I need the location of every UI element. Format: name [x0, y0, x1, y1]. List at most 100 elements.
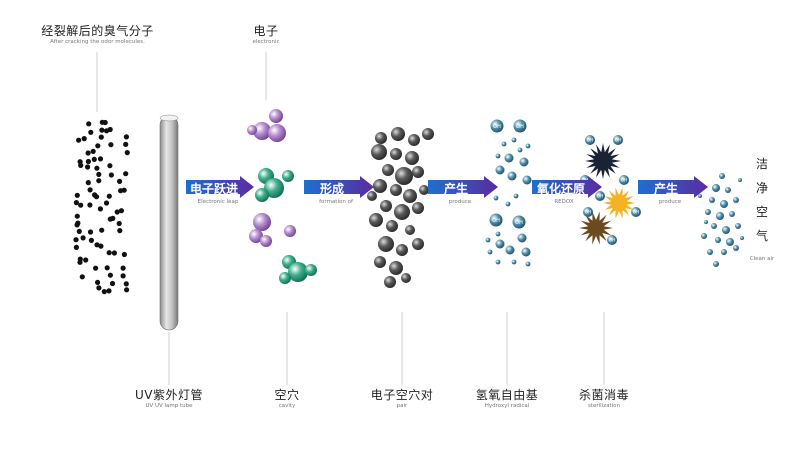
pair-sphere — [382, 164, 394, 176]
odor-molecule-dot — [120, 273, 126, 279]
electron-label-zh: 电子 — [253, 24, 279, 38]
radical-sphere — [517, 147, 523, 153]
pair-sphere — [386, 220, 398, 232]
clean-air-char-2: 净 — [755, 181, 768, 195]
odor-molecule-dot — [107, 216, 113, 222]
odor-molecule-dot — [101, 289, 107, 295]
radical-sphere — [501, 141, 507, 147]
clean-air-sphere — [711, 223, 717, 229]
virus-dark-icon — [585, 143, 621, 179]
odor-molecule-dot — [76, 228, 82, 234]
pair-sphere — [389, 261, 403, 275]
clean-air-sphere — [735, 223, 741, 229]
odor-molecule-dot — [74, 222, 80, 228]
sterilization-label-en: sterilization — [587, 403, 621, 409]
hydroxyl-label-en: Hydroxyl radical — [484, 403, 530, 409]
clean-air-sphere — [721, 249, 727, 255]
pair-label-en: pair — [396, 403, 408, 409]
pair-sphere — [391, 127, 405, 141]
virus-yellow-icon — [603, 187, 635, 219]
arrow-produce-2 — [638, 176, 708, 198]
odor-molecule-dot — [73, 244, 79, 250]
radical-sphere — [522, 175, 532, 185]
process-arrows — [186, 176, 708, 198]
odor-molecule-dot — [98, 134, 104, 140]
oh-radical — [490, 119, 504, 133]
odor-molecule-dot — [83, 257, 89, 263]
clean-air-sphere — [716, 212, 724, 220]
radical-sphere — [525, 143, 531, 149]
odor-molecule-dot — [111, 250, 117, 256]
odor-molecule-dot — [114, 209, 120, 215]
clean-air-char-4: 气 — [755, 229, 768, 243]
oh-symbol: OH — [515, 220, 523, 226]
oh-radical — [585, 135, 595, 145]
pair-sphere — [371, 144, 387, 160]
hydroxyl-label-zh: 氢氧自由基 — [475, 388, 539, 402]
arrow-label-produce-2: 产生 — [653, 182, 678, 196]
odor-molecule-dot — [74, 213, 80, 219]
clean-air-char-1: 洁 — [755, 157, 768, 171]
pair-sphere — [395, 167, 413, 185]
odor-molecule-dot — [88, 129, 94, 135]
oh-symbol: OH — [615, 137, 621, 142]
clean-air-sphere — [720, 200, 728, 208]
oh-symbol: OH — [516, 124, 524, 130]
cavity-label-en: cavity — [278, 403, 296, 409]
odor-molecule-dot — [87, 229, 94, 235]
radical-sphere — [507, 171, 517, 181]
odor-molecule-dot — [99, 127, 105, 133]
clean-air-sphere — [698, 194, 702, 198]
radical-sphere — [495, 165, 505, 175]
odor-molecule-dot — [91, 156, 97, 162]
radical-sphere — [521, 247, 531, 257]
odor-molecule-dot — [120, 265, 126, 271]
odor-molecule-dot — [86, 121, 92, 127]
clean-air-sphere — [733, 197, 739, 203]
odor-molecule-dot — [73, 200, 79, 206]
arrow-produce-1 — [428, 176, 498, 198]
radical-sphere — [487, 249, 493, 255]
arrow-sub-produce-1: produce — [448, 199, 472, 205]
clean-air-sphere — [733, 245, 739, 251]
oh-symbol: OH — [587, 137, 593, 142]
arrow-label-produce-1: 产生 — [443, 182, 468, 196]
sterilization-label: 杀菌消毒 sterilization — [564, 388, 644, 410]
oh-radical — [631, 207, 641, 217]
pair-sphere — [419, 185, 429, 195]
radical-sphere — [495, 239, 505, 249]
pair-sphere — [374, 256, 386, 268]
clean-air-sphere — [704, 220, 708, 224]
odor-molecule-dot — [77, 256, 83, 262]
electron-hole-pair-cluster — [367, 127, 434, 288]
odor-molecule-dot — [81, 136, 87, 142]
clean-air-sphere — [738, 178, 742, 182]
clean-air-sphere — [707, 249, 713, 255]
odor-molecule-dot — [107, 272, 113, 278]
odor-molecule-dot — [85, 164, 91, 170]
pair-sphere — [369, 213, 383, 227]
odor-molecule-dot — [124, 287, 130, 293]
odor-molecule-dot — [85, 150, 91, 156]
pair-sphere — [408, 134, 420, 146]
odor-molecule-dot — [108, 172, 114, 178]
sterilization-label-zh: 杀菌消毒 — [578, 388, 629, 402]
clean-air-label-en: Clean air — [749, 256, 775, 262]
odor-label-en: After cracking the odor molecules. — [50, 39, 145, 45]
pair-sphere — [380, 200, 392, 212]
clean-air-sphere — [726, 238, 734, 246]
odor-molecule-dot — [85, 158, 91, 165]
pair-sphere — [412, 202, 424, 214]
oh-radical — [607, 235, 617, 245]
odor-molecule-dot — [121, 187, 127, 193]
odor-molecule-dot — [107, 163, 113, 169]
odor-molecule-dot — [73, 237, 79, 243]
electron-clusters — [247, 109, 296, 247]
clean-air-sphere — [740, 236, 744, 240]
odor-molecule-dot — [98, 243, 104, 249]
pair-sphere — [396, 244, 408, 256]
odor-molecules-label: 经裂解后的臭气分子 After cracking the odor molecu… — [20, 24, 175, 46]
oh-symbol: OH — [585, 209, 591, 214]
odor-molecule-dot — [123, 281, 129, 287]
